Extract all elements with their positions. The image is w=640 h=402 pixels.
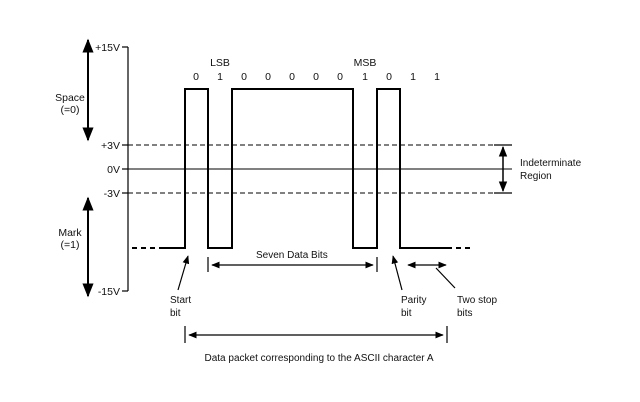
bit-value: 0 bbox=[265, 71, 271, 83]
parity-bit-label-line1: Parity bbox=[401, 295, 427, 306]
bit-value: 0 bbox=[337, 71, 343, 83]
indeterminate-region-bracket bbox=[494, 144, 512, 194]
bit-value: 1 bbox=[362, 71, 368, 83]
stop-bits-pointer bbox=[435, 267, 456, 289]
level-minus3: -3V bbox=[104, 188, 120, 200]
mark-label: Mark bbox=[58, 227, 82, 239]
space-value: (=0) bbox=[61, 104, 80, 116]
level-plus15: +15V bbox=[95, 42, 120, 54]
mark-value: (=1) bbox=[61, 239, 80, 251]
stop-bits-label-line2: bits bbox=[457, 308, 473, 319]
level-plus3: +3V bbox=[101, 140, 120, 152]
bit-value: 0 bbox=[386, 71, 392, 83]
stop-bits-label-line1: Two stop bbox=[457, 295, 497, 306]
msb-label: MSB bbox=[354, 57, 377, 69]
bit-value: 0 bbox=[289, 71, 295, 83]
region-label-line2: Region bbox=[520, 171, 552, 182]
seven-data-bits-label: Seven Data Bits bbox=[256, 250, 328, 261]
parity-bit-label-line2: bit bbox=[401, 308, 412, 319]
bit-value: 1 bbox=[434, 71, 440, 83]
bit-value: 0 bbox=[241, 71, 247, 83]
signal-waveform bbox=[160, 88, 447, 249]
bit-value: 1 bbox=[410, 71, 416, 83]
packet-caption: Data packet corresponding to the ASCII c… bbox=[204, 353, 433, 364]
bit-value: 0 bbox=[193, 71, 199, 83]
region-label-line1: Indeterminate bbox=[520, 158, 582, 169]
level-zero: 0V bbox=[107, 164, 120, 176]
lsb-label: LSB bbox=[210, 57, 230, 69]
parity-bit-pointer bbox=[391, 255, 403, 291]
voltage-axis bbox=[122, 46, 129, 292]
bit-values: 0 1 0 0 0 0 0 1 0 1 1 bbox=[193, 71, 440, 83]
space-label: Space bbox=[55, 92, 85, 104]
bit-value: 1 bbox=[217, 71, 223, 83]
start-bit-label-line1: Start bbox=[170, 295, 191, 306]
bit-value: 0 bbox=[313, 71, 319, 83]
start-bit-label-line2: bit bbox=[170, 308, 181, 319]
start-bit-pointer bbox=[177, 255, 190, 291]
level-minus15: -15V bbox=[98, 286, 120, 298]
